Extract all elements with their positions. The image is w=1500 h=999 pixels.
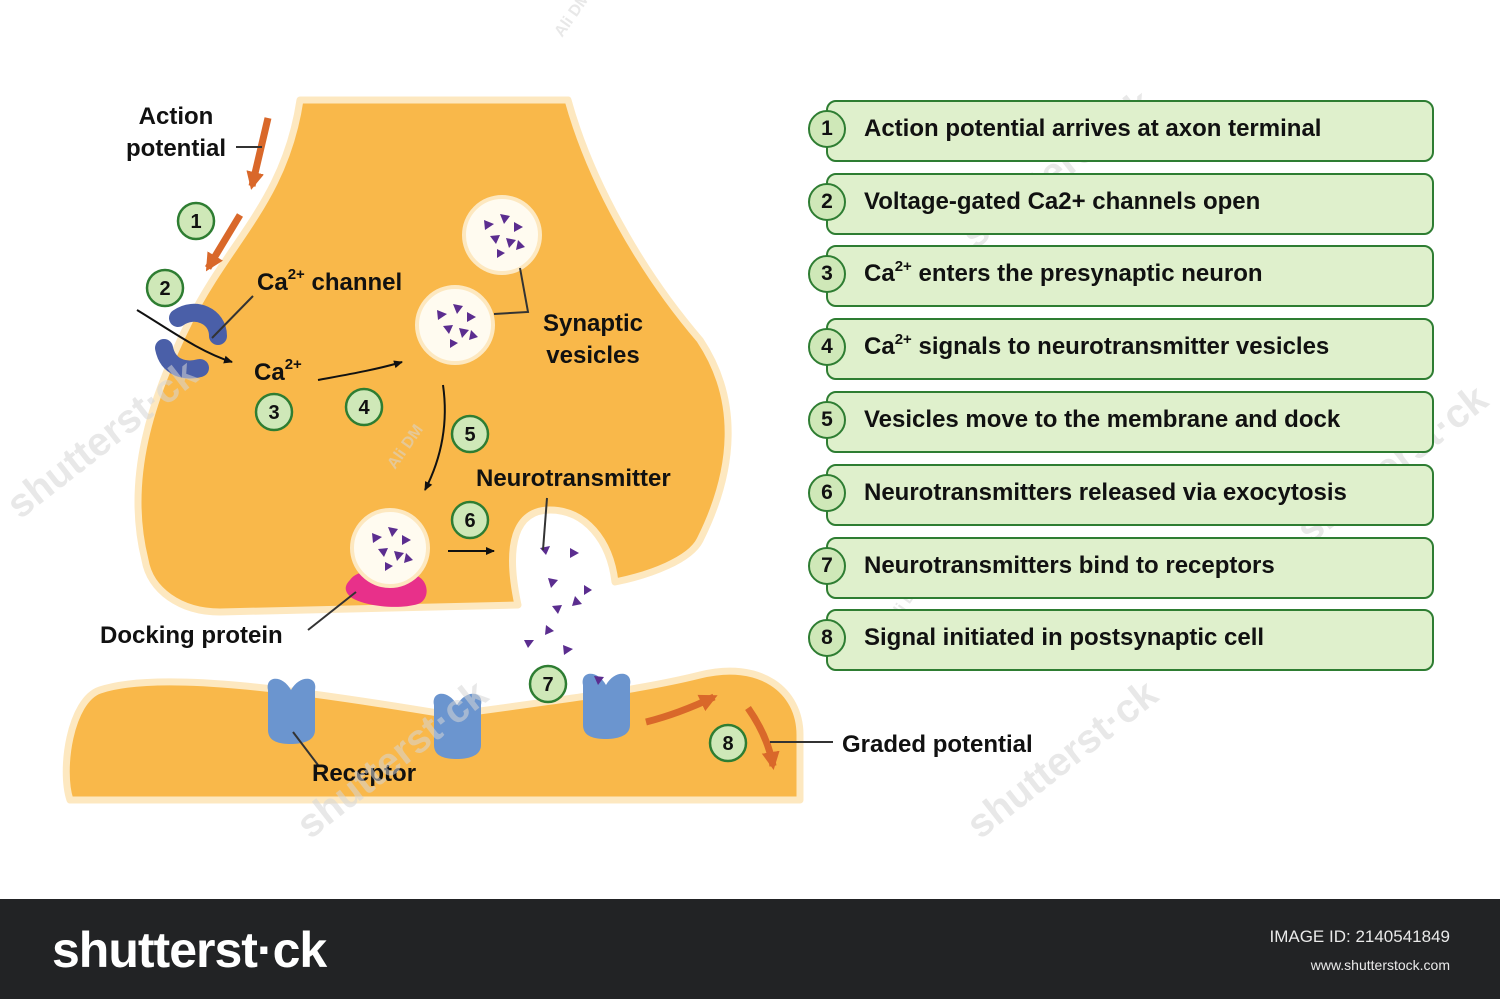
step-number: 3 [808, 255, 846, 293]
step-number: 8 [808, 619, 846, 657]
step-number: 7 [808, 547, 846, 585]
step-box [826, 609, 1434, 671]
step-text-rest: enters the presynaptic neuron [911, 260, 1263, 287]
footer-bar: shutterst·ck IMAGE ID: 2140541849 www.sh… [0, 899, 1500, 999]
step-2: 2 Voltage-gated Ca2+ channels open [808, 173, 1434, 235]
label-graded-potential: Graded potential [842, 731, 1033, 758]
svg-text:6: 6 [464, 510, 475, 532]
step-3: 3 Ca2+ enters the presynaptic neuron [808, 245, 1434, 307]
diagram-step-4: 4 [344, 387, 384, 427]
diagram-step-8: 8 [708, 723, 748, 763]
step-6: 6 Neurotransmitters released via exocyto… [808, 464, 1434, 526]
label-ca-channel: Ca2+ channel [257, 266, 402, 296]
synaptic-vesicle-top [462, 195, 542, 275]
docking-protein-leader [307, 591, 357, 631]
svg-text:1: 1 [190, 211, 201, 233]
step-text-ca: Ca [864, 260, 895, 287]
step-box [826, 245, 1434, 307]
step-text: Voltage-gated Ca2+ channels open [864, 188, 1261, 215]
diagram-step-7: 7 [528, 664, 568, 704]
svg-text:Ali DM: Ali DM [551, 0, 593, 40]
svg-text:7: 7 [542, 674, 553, 696]
step-number: 6 [808, 474, 846, 512]
ca-channel-leader [211, 295, 254, 339]
diagram-step-1: 1 [176, 201, 216, 241]
step-8: 8 Signal initiated in postsynaptic cell [808, 609, 1434, 671]
action-potential-arrow-1 [246, 117, 272, 190]
svg-text:3: 3 [268, 402, 279, 424]
step-box [826, 318, 1434, 380]
step-1: 1 Action potential arrives at axon termi… [808, 100, 1434, 162]
diagram-step-5: 5 [450, 414, 490, 454]
step-text-sup: 2+ [894, 331, 912, 348]
label-ca: Ca2+ [254, 356, 302, 386]
label-receptor: Receptor [312, 760, 416, 787]
step-text: Ca2+ enters the presynaptic neuron [864, 245, 1263, 303]
step-box [826, 464, 1434, 526]
label-neurotransmitter: Neurotransmitter [476, 465, 671, 492]
label-synaptic-1: Synaptic [543, 310, 643, 337]
ca-signal-arrow [317, 360, 403, 381]
step-box [826, 173, 1434, 235]
footer-logo[interactable]: shutterst·ck [52, 922, 327, 978]
svg-text:4: 4 [358, 397, 370, 419]
action-potential-arrow-2 [205, 213, 243, 272]
step-number: 1 [808, 110, 846, 148]
receptor-leader [292, 731, 319, 766]
neurotransmitter-leader [542, 497, 548, 551]
label-docking-protein: Docking protein [100, 622, 283, 649]
step-4: 4 Ca2+ signals to neurotransmitter vesic… [808, 318, 1434, 380]
svg-text:5: 5 [464, 424, 475, 446]
receptor-1 [267, 678, 316, 744]
svg-text:8: 8 [722, 733, 733, 755]
graded-potential-arrow-1 [645, 693, 718, 726]
docked-vesicle [350, 508, 430, 588]
step-7: 7 Neurotransmitters bind to receptors [808, 537, 1434, 599]
step-text: Signal initiated in postsynaptic cell [864, 624, 1265, 651]
step-text: Vesicles move to the membrane and dock [864, 406, 1341, 433]
step-number: 5 [808, 401, 846, 439]
svg-text:shutterst·ck: shutterst·ck [958, 671, 1166, 847]
footer-image-id: IMAGE ID: 2140541849 [1269, 927, 1450, 946]
vesicle-move-arrow [424, 384, 446, 491]
step-box [826, 391, 1434, 453]
step-text-ca: Ca [864, 333, 895, 360]
step-text-rest: signals to neurotransmitter vesicles [911, 333, 1330, 360]
graded-potential-arrow-2 [745, 705, 780, 770]
svg-text:2: 2 [159, 278, 170, 300]
step-text: Neurotransmitters released via exocytosi… [864, 479, 1347, 506]
footer-site-link[interactable]: www.shutterstock.com [1310, 957, 1450, 973]
receptor-3 [582, 673, 631, 739]
diagram-step-2: 2 [145, 268, 185, 308]
label-action-potential-1: Action [139, 103, 214, 130]
label-synaptic-2: vesicles [546, 342, 639, 369]
ca-channel-upper [169, 303, 227, 345]
step-text: Action potential arrives at axon termina… [864, 115, 1322, 142]
synaptic-vesicle-middle [415, 285, 495, 365]
diagram-step-6: 6 [450, 500, 490, 540]
step-5: 5 Vesicles move to the membrane and dock [808, 391, 1434, 453]
label-action-potential-2: potential [126, 135, 226, 162]
step-number: 2 [808, 183, 846, 221]
synaptic-vesicles-leader [493, 267, 530, 315]
receptor-2 [433, 693, 482, 759]
step-text: Ca2+ signals to neurotransmitter vesicle… [864, 318, 1329, 376]
diagram-step-3: 3 [254, 392, 294, 432]
ca-influx-arrow [136, 309, 233, 364]
step-text: Neurotransmitters bind to receptors [864, 552, 1275, 579]
ca-channel-lower [155, 339, 209, 379]
step-text-sup: 2+ [894, 258, 912, 275]
bound-neurotransmitter [594, 676, 604, 685]
released-neurotransmitters [524, 546, 592, 655]
step-box [826, 537, 1434, 599]
step-number: 4 [808, 328, 846, 366]
